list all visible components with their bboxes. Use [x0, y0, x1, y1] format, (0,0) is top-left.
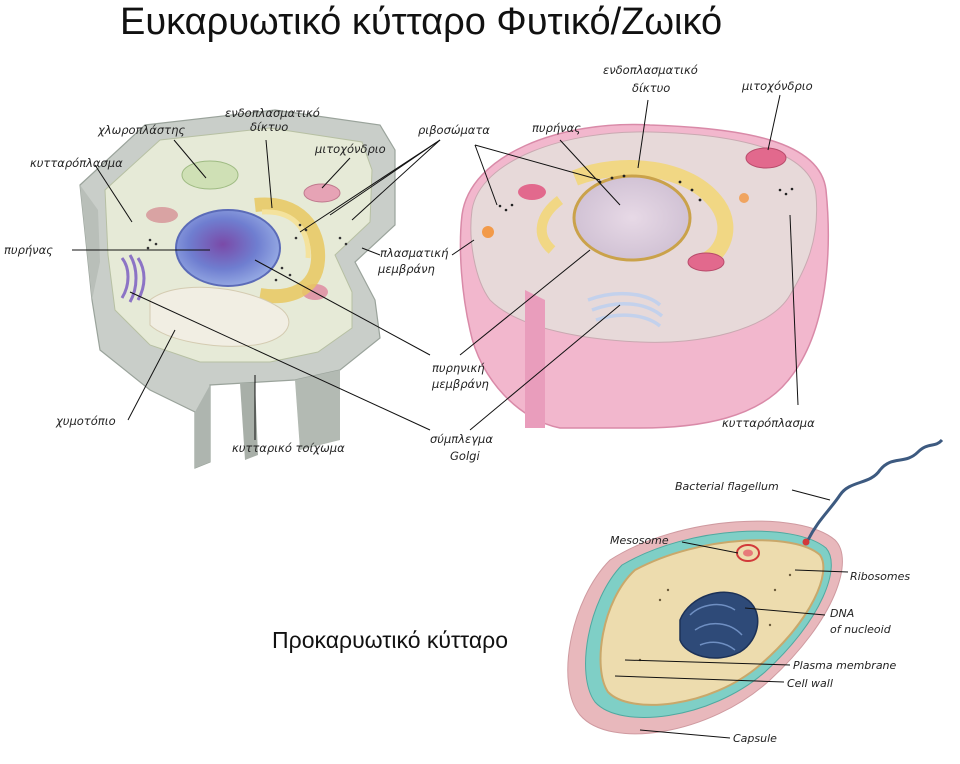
label-capsule: Capsule	[733, 732, 777, 745]
label-animal-er-1: ενδοπλασματικό	[603, 63, 698, 77]
label-animal-cytoplasm: κυτταρόπλασμα	[722, 416, 815, 430]
label-plant-cytoplasm: κυτταρόπλασμα	[30, 156, 123, 170]
label-animal-mitochondrion: μιτοχόνδριο	[741, 79, 813, 93]
label-animal-er-2: δίκτυο	[632, 81, 670, 95]
prokaryotic-caption: Προκαρυωτικό κύτταρο	[272, 627, 508, 653]
label-plasma-membrane-2: μεμβράνη	[377, 262, 435, 276]
label-ribosomes-en: Ribosomes	[850, 570, 910, 583]
plant-vacuole	[149, 286, 290, 347]
plant-nucleus	[175, 209, 281, 287]
bacterial-cell	[567, 438, 944, 735]
label-nuclear-membrane-2: μεμβράνη	[431, 377, 489, 391]
label-plant-er-2: δίκτυο	[250, 120, 288, 134]
label-animal-nucleus: πυρήνας	[532, 121, 581, 135]
label-nuclear-membrane-1: πυρηνική	[432, 361, 485, 375]
label-cell-wall: κυτταρικό τοίχωμα	[232, 441, 345, 455]
label-dna-2: of nucleoid	[830, 623, 892, 636]
plant-cell	[79, 109, 396, 469]
label-cell-wall-en: Cell wall	[787, 677, 833, 690]
label-golgi-2: Golgi	[450, 449, 480, 463]
label-vacuole: χυμοτόπιο	[55, 414, 116, 428]
label-chloroplast: χλωροπλάστης	[97, 123, 185, 137]
slide-title: Ευκαρυωτικό κύτταρο Φυτικό/Ζωικό	[120, 1, 723, 43]
label-plasma-membrane-en: Plasma membrane	[793, 659, 897, 672]
bacterial-flagellum	[806, 438, 944, 541]
label-plant-er-1: ενδοπλασματικό	[225, 106, 320, 120]
animal-nucleus	[572, 174, 692, 262]
label-plant-mitochondrion: μιτοχόνδριο	[314, 142, 386, 156]
label-plasma-membrane-1: πλασματική	[380, 246, 449, 260]
label-dna-1: DNA	[830, 607, 854, 620]
label-ribosomes: ριβοσώματα	[418, 123, 490, 137]
label-plant-nucleus: πυρήνας	[4, 243, 53, 257]
label-golgi-1: σύμπλεγμα	[430, 432, 493, 446]
label-flagellum: Bacterial flagellum	[675, 480, 779, 493]
animal-cell	[459, 123, 829, 429]
label-mesosome: Mesosome	[610, 534, 669, 547]
leader-lines	[72, 94, 849, 739]
